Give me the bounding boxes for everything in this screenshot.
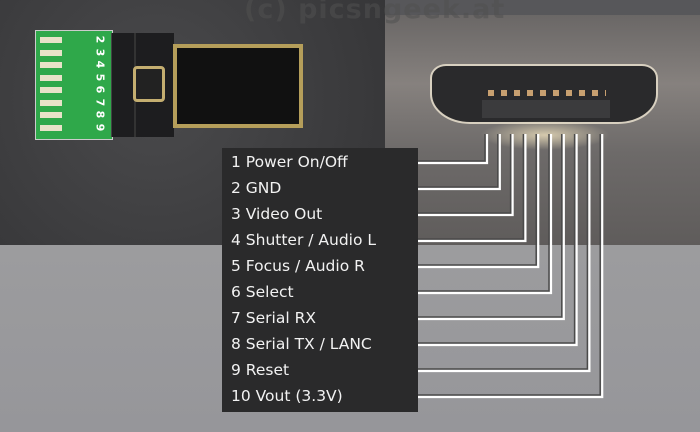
- watermark: (c) picsngeek.at: [244, 0, 506, 25]
- pin-label-2: 2 GND: [231, 179, 282, 197]
- wire-shadow-2: [418, 134, 499, 188]
- wire-shadow-10: [418, 134, 601, 396]
- wire-pin-2: [418, 134, 501, 191]
- pin-label-3: 3 Video Out: [231, 205, 323, 223]
- pcb-pad: [40, 74, 62, 81]
- pcb-pad: [40, 37, 62, 43]
- wire-pin-8: [418, 134, 578, 347]
- wire-pin-3: [418, 134, 514, 217]
- pin-label-4: 4 Shutter / Audio L: [231, 231, 377, 249]
- photo-border: [385, 0, 700, 15]
- pcb-pad: [40, 124, 62, 131]
- wire-shadow-9: [418, 134, 589, 370]
- wire-pin-7: [418, 134, 565, 321]
- pcb-pad: [40, 62, 62, 68]
- wire-shadow-5: [418, 134, 537, 266]
- wire-pin-10: [418, 134, 604, 399]
- wire-shadow-4: [418, 134, 525, 240]
- wire-pin-1: [418, 134, 489, 165]
- pin-label-1: 1 Power On/Off: [231, 153, 348, 171]
- wire-shadow-7: [418, 134, 563, 318]
- wire-pin-4: [418, 134, 527, 243]
- pin-label-8: 8 Serial TX / LANC: [231, 335, 372, 353]
- pin-label-10: 10 Vout (3.3V): [231, 387, 343, 405]
- wire-pin-5: [418, 134, 540, 269]
- wire-shadow-8: [418, 134, 576, 344]
- plug-metal-shell: [173, 44, 303, 128]
- pcb-pad: [40, 49, 62, 56]
- pin-label-box: 1 Power On/Off 2 GND 3 Video Out 4 Shutter …: [222, 148, 418, 412]
- pcb-pad: [40, 112, 62, 118]
- wire-pin-9: [418, 134, 591, 373]
- pin-label-5: 5 Focus / Audio R: [231, 257, 365, 275]
- pin-label-7: 7 Serial RX: [231, 309, 316, 327]
- pcb-pad: [40, 87, 62, 93]
- pcb-pad: [40, 99, 62, 106]
- wire-shadow-1: [418, 134, 486, 162]
- pin-label-9: 9 Reset: [231, 361, 290, 379]
- wire-shadow-3: [418, 134, 512, 214]
- pin-label-6: 6 Select: [231, 283, 294, 301]
- wire-pin-6: [418, 134, 553, 295]
- micro-usb-socket: [430, 64, 658, 124]
- plug-clip: [133, 66, 165, 102]
- wire-shadow-6: [418, 134, 550, 292]
